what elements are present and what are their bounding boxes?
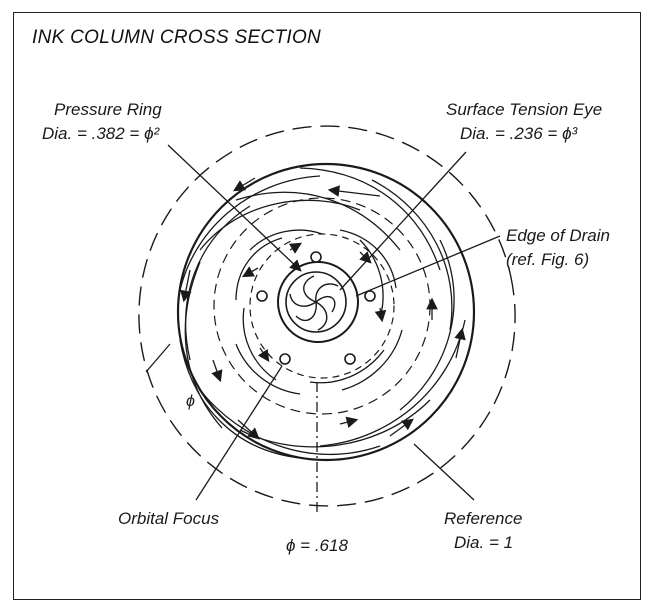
surface-tension-eye-dia: Dia. = .236 = ϕ³: [460, 124, 578, 143]
pressure-ring-leader: [167, 144, 302, 272]
surface-tension-eye-circle: [285, 271, 347, 333]
surface-tension-eye-label: Surface Tension Eye: [446, 100, 603, 119]
focus-right: [364, 290, 376, 302]
orbital-focus-label: Orbital Focus: [118, 509, 220, 528]
drain-edge-label: Edge of Drain: [506, 226, 610, 245]
phi-side-label: ϕ: [186, 393, 195, 410]
pressure-ring-label: Pressure Ring: [54, 100, 162, 119]
outer-dashed-orbit: [138, 125, 516, 507]
figure-title: INK COLUMN CROSS SECTION: [32, 27, 322, 48]
drain-edge-leader: [355, 235, 501, 297]
streamlines: [177, 167, 466, 459]
reference-circle: [176, 162, 476, 462]
figure-frame: INK COLUMN CROSS SECTION: [13, 12, 641, 600]
leader-lines: [145, 144, 501, 512]
orbital-foci: [256, 251, 376, 365]
focus-left: [256, 290, 268, 302]
drain-edge-ref: (ref. Fig. 6): [506, 250, 590, 269]
surface-tension-eye-leader: [339, 151, 467, 291]
focus-bottom-right: [344, 353, 356, 365]
focus-bottom-left: [279, 353, 291, 365]
phi-618-label: ϕ = .618: [286, 536, 348, 555]
reference-leader: [413, 443, 475, 501]
focus-top: [310, 251, 322, 263]
pressure-ring-dia: Dia. = .382 = ϕ²: [42, 124, 160, 143]
reference-label: Reference: [444, 509, 523, 528]
flow-arrows: [180, 177, 466, 440]
left-side-leader: [145, 343, 171, 373]
reference-dia: Dia. = 1: [454, 533, 514, 552]
orbital-focus-leader: [195, 365, 283, 501]
eye-swirl: [289, 275, 339, 331]
